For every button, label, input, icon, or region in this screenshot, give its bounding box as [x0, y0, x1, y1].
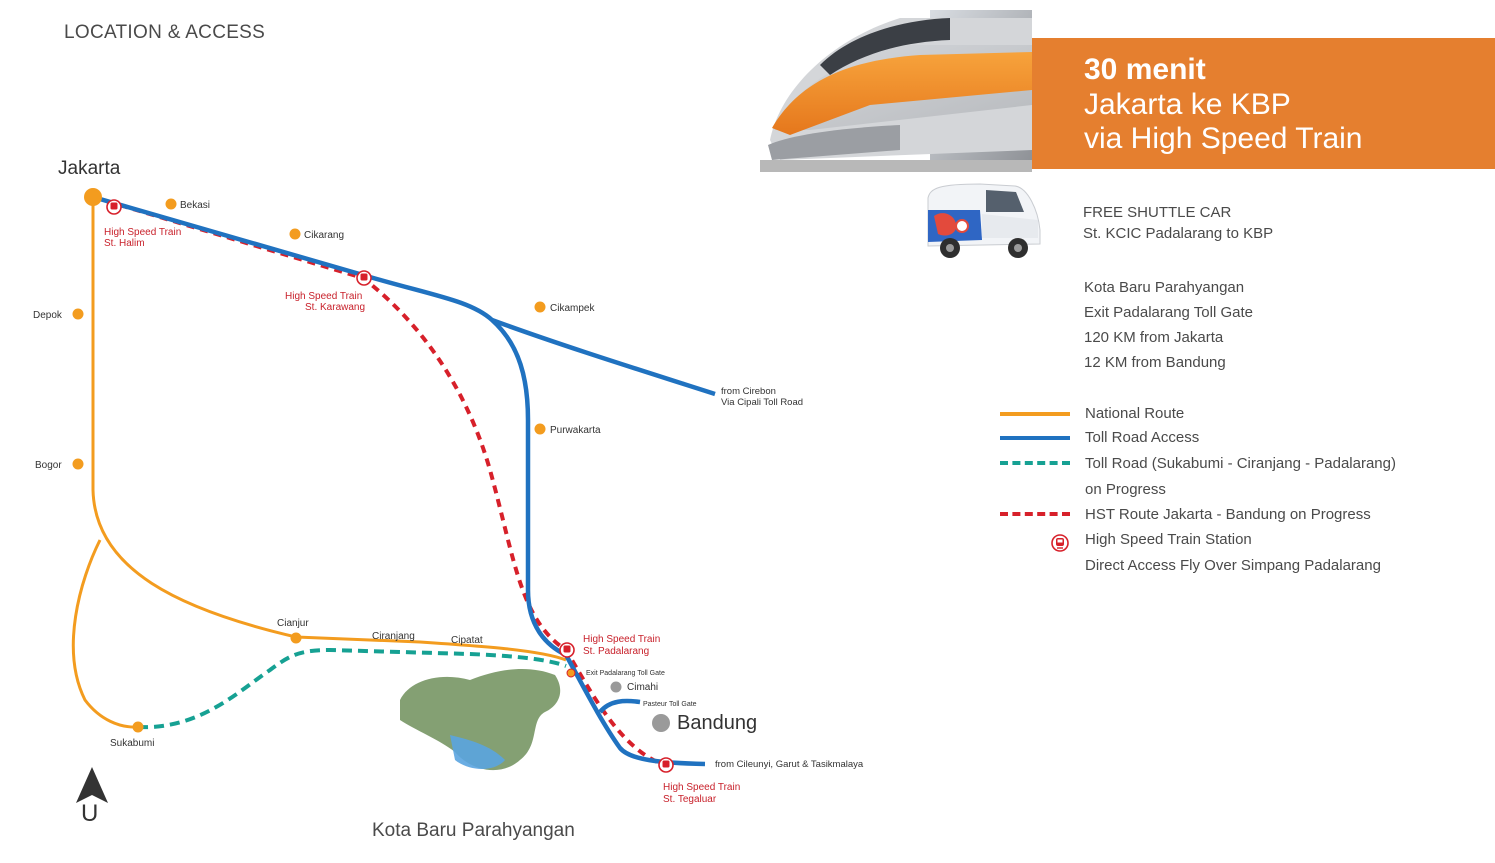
city-label-depok: Depok [33, 310, 63, 321]
city-label-sukabumi: Sukabumi [110, 738, 154, 749]
station-padalarang-icon [559, 642, 575, 658]
station-label-padalarang-1: High Speed Train [583, 634, 660, 645]
toll-road-cirebon [491, 317, 716, 397]
city-label-cianjur: Cianjur [277, 618, 309, 629]
shuttle-car-image [927, 183, 1041, 258]
toll-road-jakarta-padalarang [92, 194, 706, 767]
cikarang-dot [289, 228, 301, 240]
cikampek-dot [534, 301, 546, 313]
depok-dot [72, 308, 84, 320]
road-label-cirebon-1: from Cirebon [721, 386, 776, 397]
station-tegaluar-icon [658, 757, 674, 773]
bogor-dot [72, 458, 84, 470]
road-label-pasteur: Pasteur Toll Gate [643, 701, 697, 708]
legend-hst-route-swatch [1000, 512, 1070, 516]
legend-station: High Speed Train Station [1085, 531, 1252, 548]
location-info-item: Kota Baru Parahyangan [1084, 279, 1245, 296]
national-route-cianjur-padalarang [295, 635, 567, 662]
section-title: LOCATION & ACCESS [64, 22, 266, 43]
toll-progress-route [137, 647, 567, 730]
hero-travel-time: 30 menit [1084, 53, 1206, 86]
station-halim-icon [106, 199, 122, 215]
hero-mode: via High Speed Train [1084, 122, 1363, 155]
city-label-ciranjang: Ciranjang [372, 631, 415, 642]
legend-toll-progress-swatch [1000, 461, 1070, 465]
hero-route: Jakarta ke KBP [1084, 88, 1291, 121]
location-info-item: 120 KM from Jakarta [1084, 329, 1224, 346]
bandung-dot [652, 714, 670, 732]
route-map: Jakarta Bekasi Cikarang Cikampek Purwaka… [33, 158, 864, 805]
bekasi-dot [165, 198, 177, 210]
legend-toll-road-swatch [1000, 436, 1070, 440]
shuttle-subtitle: St. KCIC Padalarang to KBP [1083, 225, 1274, 242]
exit-padalarang-dot [566, 668, 576, 678]
legend-national-route: National Route [1085, 405, 1185, 422]
compass-letter: U [81, 800, 99, 827]
city-label-cikarang: Cikarang [304, 230, 344, 241]
station-label-karawang-2: St. Karawang [305, 302, 365, 313]
city-label-purwakarta: Purwakarta [550, 425, 601, 436]
road-label-cileunyi: from Cileunyi, Garut & Tasikmalaya [715, 759, 864, 770]
legend-national-route-swatch [1000, 412, 1070, 416]
city-label-cikampek: Cikampek [550, 303, 595, 314]
cimahi-dot [610, 681, 622, 693]
city-label-jakarta: Jakarta [58, 158, 121, 179]
high-speed-train-image [760, 10, 1032, 172]
city-label-cimahi: Cimahi [627, 682, 658, 693]
sukabumi-dot [132, 721, 144, 733]
station-label-tegaluar-1: High Speed Train [663, 782, 740, 793]
location-info-item: 12 KM from Bandung [1084, 354, 1226, 371]
city-label-bekasi: Bekasi [180, 200, 210, 211]
shuttle-title: FREE SHUTTLE CAR [1083, 204, 1232, 221]
national-route-bogor-sukabumi [71, 539, 139, 729]
legend-toll-progress-cont: on Progress [1085, 481, 1166, 498]
hero-banner: 30 menit Jakarta ke KBP via High Speed T… [1032, 38, 1495, 169]
legend-fly-over: Direct Access Fly Over Simpang Padalaran… [1085, 557, 1381, 574]
station-karawang-icon [356, 270, 372, 286]
legend-toll-progress: Toll Road (Sukabumi - Ciranjang - Padala… [1085, 455, 1396, 472]
legend-hst-route: HST Route Jakarta - Bandung on Progress [1085, 506, 1371, 523]
station-label-tegaluar-2: St. Tegaluar [663, 794, 717, 805]
city-label-cipatat: Cipatat [451, 635, 483, 646]
north-arrow-icon [76, 767, 108, 803]
city-label-bogor: Bogor [35, 460, 62, 471]
cianjur-dot [290, 632, 302, 644]
city-label-bandung: Bandung [677, 712, 757, 734]
location-info-item: Exit Padalarang Toll Gate [1084, 304, 1253, 321]
station-label-karawang-1: High Speed Train [285, 291, 362, 302]
road-label-cirebon-2: Via Cipali Toll Road [721, 397, 803, 408]
station-label-halim-1: High Speed Train [104, 227, 181, 238]
train-station-icon [1051, 534, 1069, 552]
map-caption: Kota Baru Parahyangan [372, 820, 575, 841]
purwakarta-dot [534, 423, 546, 435]
terrain-illustration [400, 668, 561, 771]
toll-road-pasteur [598, 698, 641, 714]
hst-route [92, 195, 666, 767]
road-label-exit-padalarang: Exit Padalarang Toll Gate [586, 670, 665, 677]
legend-toll-road: Toll Road Access [1085, 429, 1200, 446]
station-label-halim-2: St. Halim [104, 238, 145, 249]
jakarta-dot [84, 188, 102, 206]
national-route-bogor-cianjur [91, 489, 297, 639]
station-label-padalarang-2: St. Padalarang [583, 646, 649, 657]
